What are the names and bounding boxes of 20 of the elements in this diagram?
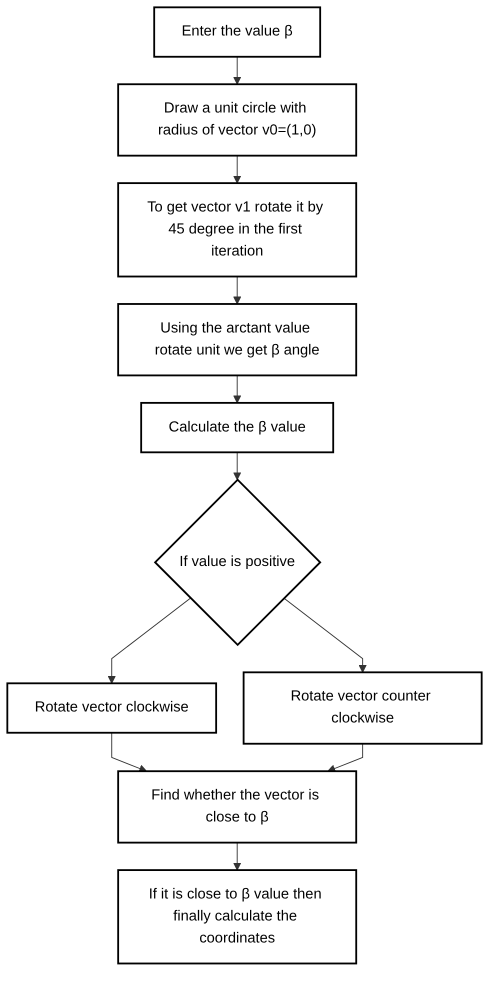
arrow	[233, 155, 242, 184]
node-box: Find whether the vector is close to β	[117, 770, 358, 844]
node-box: To get vector v1 rotate it by 45 degree in the first iteration	[117, 182, 358, 278]
arrow	[233, 56, 242, 85]
node-box: Draw a unit circle with radius of vector v0=(1,0)	[117, 83, 358, 157]
arrow	[233, 452, 242, 480]
node-box: Rotate vector counter clockwise	[242, 671, 483, 745]
node-box: If it is close to β value then finally calculate the coordinates	[117, 869, 358, 964]
node-box: Using the arctant value rotate unit we get β angle	[117, 303, 358, 376]
node-box: Rotate vector clockwise	[6, 682, 218, 734]
arrow	[233, 374, 242, 404]
node-box: Enter the value β	[153, 6, 322, 58]
node-box: Calculate the β value	[140, 402, 334, 454]
arrow	[327, 743, 364, 772]
arrow	[233, 276, 242, 304]
arrow	[111, 732, 147, 772]
node-diamond: If value is positive	[154, 478, 322, 646]
arrow	[108, 598, 191, 684]
arrow	[233, 842, 242, 870]
arrow	[283, 598, 367, 673]
